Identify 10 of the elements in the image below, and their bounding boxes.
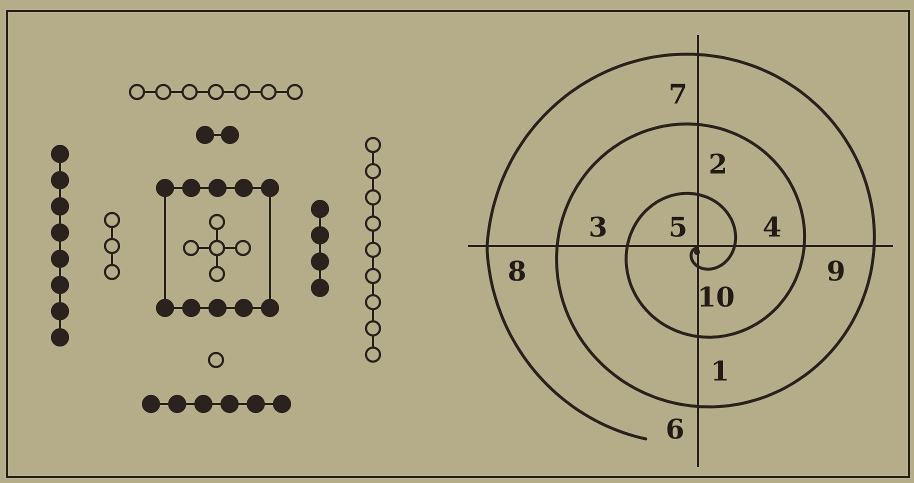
number-label: 2	[708, 152, 728, 178]
number-label: 9	[826, 258, 846, 286]
number-label: 3	[588, 214, 608, 242]
number-label: 4	[762, 214, 782, 242]
number-label: 7	[668, 82, 688, 108]
number-label: 5	[668, 214, 688, 242]
number-label: 6	[666, 416, 684, 444]
number-label: 10	[697, 284, 735, 312]
number-label: 1	[710, 358, 730, 386]
number-label: 8	[508, 258, 526, 286]
